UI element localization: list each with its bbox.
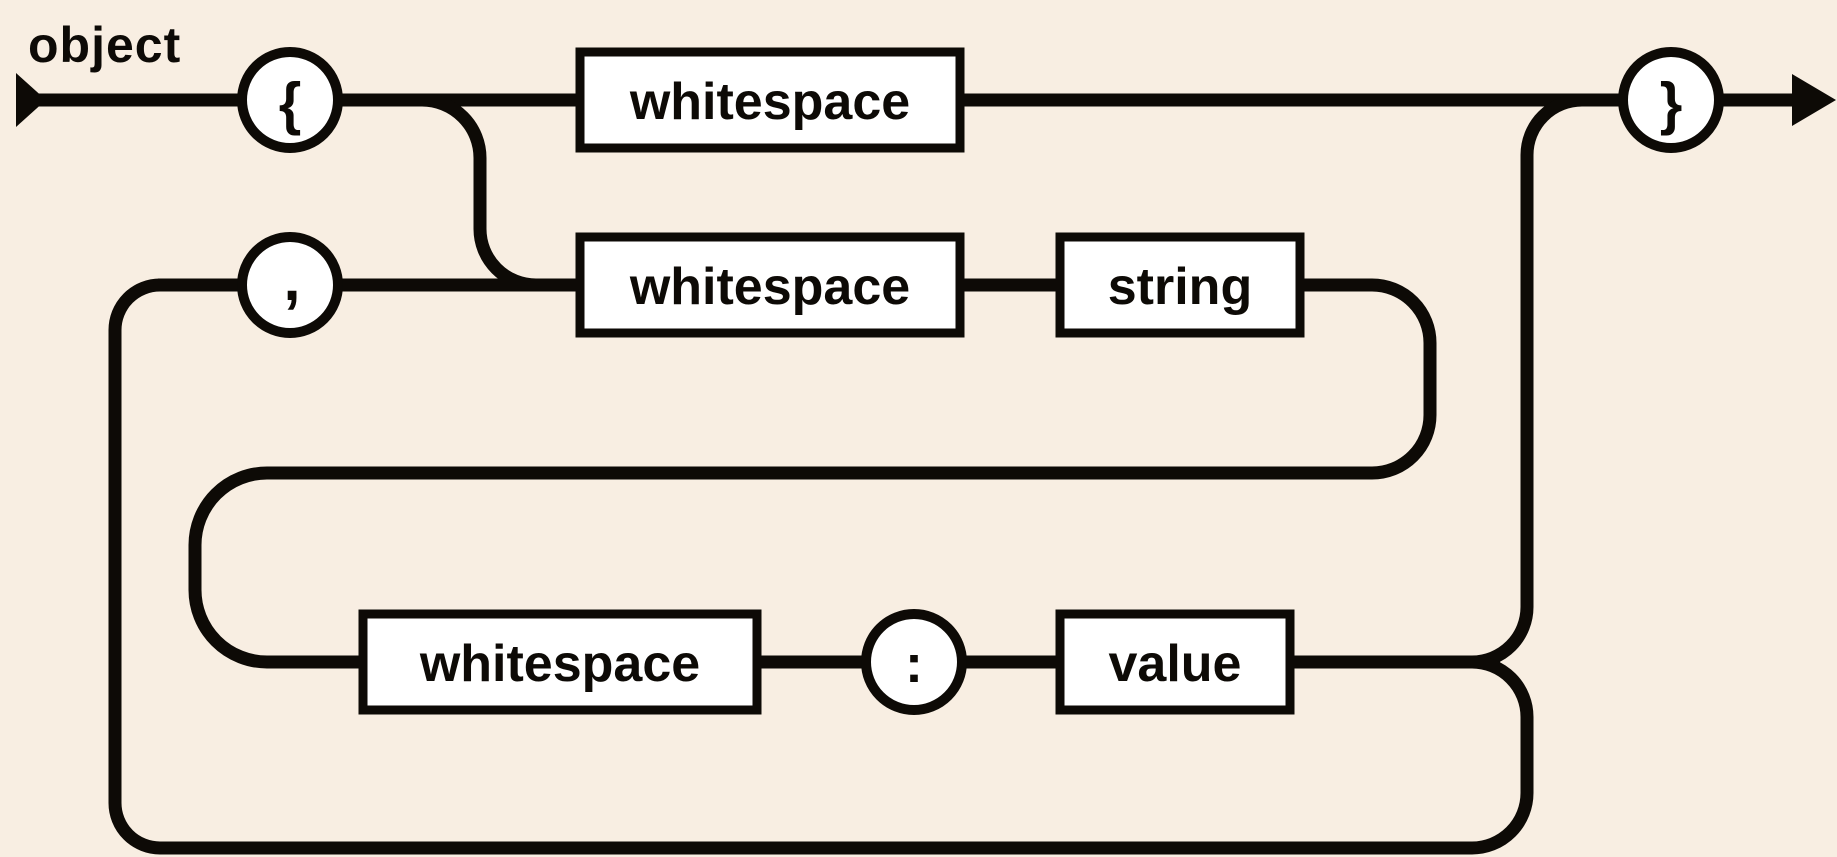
colon-label: : [905, 634, 923, 694]
end-arrow-icon [1792, 74, 1836, 126]
terminal-open-brace: { [237, 47, 343, 153]
whitespace-top-box [575, 47, 965, 153]
whitespace-value-label: whitespace [419, 635, 700, 693]
close-brace-label: } [1660, 72, 1683, 137]
comma-circle [237, 232, 343, 338]
node-value: value [1055, 609, 1295, 715]
node-string: string [1055, 232, 1305, 338]
value-box [1055, 609, 1295, 715]
open-brace-label: { [279, 72, 302, 137]
node-whitespace-top: whitespace [575, 47, 965, 153]
start-arrow-icon [16, 73, 46, 127]
diagram-title: object [28, 17, 181, 73]
whitespace-top-label: whitespace [629, 73, 910, 131]
node-whitespace-value: whitespace [358, 609, 762, 715]
terminal-comma: , [237, 232, 343, 338]
rail-comma-loop [108, 278, 1534, 855]
node-whitespace-key: whitespace [575, 232, 965, 338]
whitespace-key-box [575, 232, 965, 338]
rail-sweep-string-to-row3 [188, 278, 1437, 669]
terminal-close-brace: } [1618, 47, 1724, 153]
terminal-colon: : [861, 609, 967, 715]
open-brace-circle [237, 47, 343, 153]
rail-row3-up-to-close [1471, 93, 1583, 669]
comma-label: , [283, 245, 300, 314]
whitespace-value-box [358, 609, 762, 715]
string-label: string [1108, 258, 1252, 316]
close-brace-circle [1618, 47, 1724, 153]
value-label: value [1109, 635, 1242, 693]
whitespace-key-label: whitespace [629, 258, 910, 316]
colon-circle [861, 609, 967, 715]
rail-branch-open-to-row2 [421, 93, 537, 292]
string-box [1055, 232, 1305, 338]
